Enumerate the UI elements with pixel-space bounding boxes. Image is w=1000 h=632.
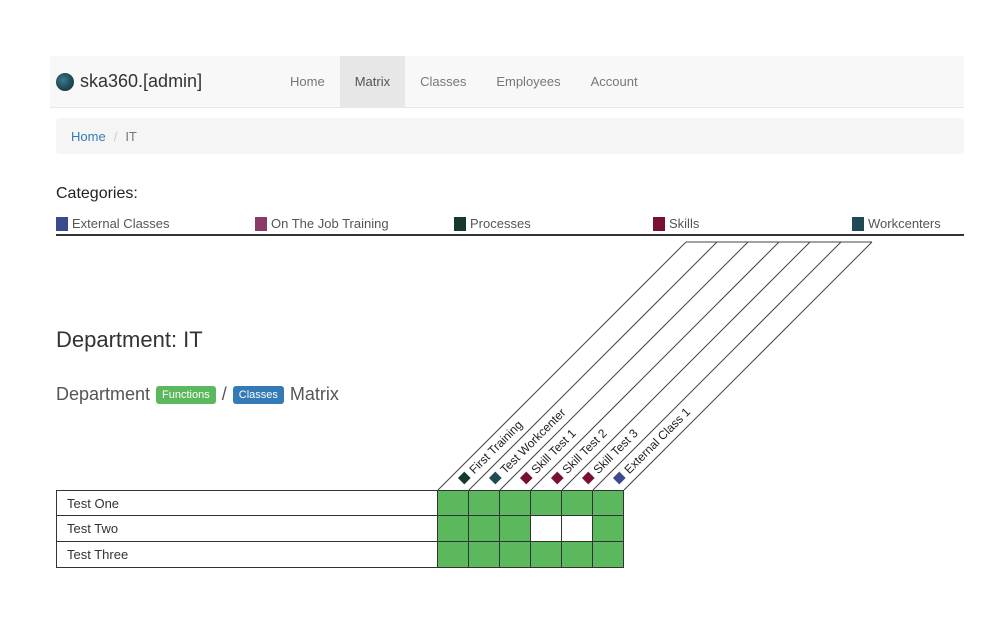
- column-category-icon: [519, 471, 533, 485]
- matrix-cell[interactable]: [593, 490, 624, 516]
- employee-name[interactable]: Test Two: [56, 516, 438, 542]
- column-category-icon: [550, 471, 564, 485]
- breadcrumb-separator: /: [113, 128, 118, 144]
- matrix-cell[interactable]: [438, 490, 469, 516]
- column-label: Skill Test 1: [528, 426, 579, 477]
- categories-legend: External Classes On The Job Training Pro…: [56, 216, 964, 236]
- matrix-cell[interactable]: [562, 542, 593, 568]
- matrix-title: Department Functions / Classes Matrix: [56, 384, 339, 405]
- column-divider: [499, 241, 749, 491]
- category-label: External Classes: [72, 216, 170, 231]
- employee-name[interactable]: Test Three: [56, 542, 438, 568]
- column-label: Test Workcenter: [497, 406, 568, 477]
- matrix-cell[interactable]: [469, 516, 500, 542]
- category-swatch-icon: [255, 216, 267, 231]
- matrix-cell[interactable]: [531, 490, 562, 516]
- nav-classes[interactable]: Classes: [420, 74, 467, 89]
- column-header: Skill Test 2: [550, 426, 610, 485]
- matrix-cell[interactable]: [500, 542, 531, 568]
- matrix-cell[interactable]: [438, 542, 469, 568]
- matrix-title-suffix: Matrix: [289, 384, 339, 404]
- brand-logo-icon: [56, 72, 74, 91]
- nav-home[interactable]: Home: [290, 74, 325, 89]
- column-header: First Training: [457, 418, 525, 485]
- matrix-cell[interactable]: [469, 490, 500, 516]
- breadcrumb-home[interactable]: Home: [71, 128, 106, 144]
- category-skills: Skills: [653, 216, 699, 231]
- matrix-cell[interactable]: [531, 516, 562, 542]
- category-external-classes: External Classes: [56, 216, 170, 231]
- category-swatch-icon: [56, 216, 68, 231]
- column-divider: [592, 241, 842, 491]
- column-header: External Class 1: [612, 405, 693, 485]
- category-swatch-icon: [852, 216, 864, 231]
- column-divider: [468, 241, 718, 491]
- column-label: Skill Test 2: [559, 426, 610, 477]
- column-header: Skill Test 3: [581, 426, 641, 485]
- category-swatch-icon: [653, 216, 665, 231]
- table-row: Test Three: [56, 542, 624, 568]
- matrix-cell[interactable]: [500, 490, 531, 516]
- breadcrumb: Home / IT: [56, 118, 964, 154]
- classes-badge[interactable]: Classes: [232, 385, 284, 404]
- column-divider: [437, 241, 687, 491]
- department-title: Department: IT: [56, 327, 203, 352]
- matrix-cell[interactable]: [562, 516, 593, 542]
- column-divider: [561, 241, 811, 491]
- category-processes: Processes: [454, 216, 531, 231]
- nav-matrix[interactable]: Matrix: [339, 56, 406, 107]
- nav-employees[interactable]: Employees: [496, 74, 561, 89]
- column-divider: [530, 241, 780, 491]
- column-category-icon: [581, 471, 595, 485]
- functions-badge[interactable]: Functions: [156, 385, 216, 404]
- category-label: Skills: [669, 216, 700, 231]
- matrix-title-prefix: Department: [56, 384, 151, 404]
- category-label: Workcenters: [868, 216, 941, 231]
- matrix-title-slash: /: [221, 384, 227, 404]
- category-on-the-job-training: On The Job Training: [255, 216, 389, 231]
- column-label: External Class 1: [621, 405, 693, 477]
- matrix-cell[interactable]: [593, 516, 624, 542]
- category-swatch-icon: [454, 216, 466, 231]
- matrix-cell[interactable]: [593, 542, 624, 568]
- matrix-cell[interactable]: [531, 542, 562, 568]
- column-category-icon: [488, 471, 502, 485]
- matrix-cell[interactable]: [469, 542, 500, 568]
- table-row: Test One: [56, 490, 624, 516]
- column-header: Skill Test 1: [519, 426, 579, 485]
- navbar: ska360.[admin] Home Matrix Classes Emplo…: [50, 56, 964, 108]
- column-label: First Training: [466, 418, 525, 477]
- breadcrumb-current: IT: [125, 128, 137, 144]
- column-category-icon: [612, 471, 626, 485]
- matrix-cell[interactable]: [438, 516, 469, 542]
- category-workcenters: Workcenters: [852, 216, 941, 231]
- column-header: Test Workcenter: [488, 406, 568, 485]
- nav-account[interactable]: Account: [590, 74, 638, 89]
- categories-title: Categories:: [56, 185, 138, 202]
- matrix-cell[interactable]: [562, 490, 593, 516]
- employee-name[interactable]: Test One: [56, 490, 438, 516]
- category-label: On The Job Training: [271, 216, 389, 231]
- brand-text: ska360.[admin]: [80, 71, 203, 91]
- matrix-cell[interactable]: [500, 516, 531, 542]
- table-row: Test Two: [56, 516, 624, 542]
- category-label: Processes: [470, 216, 531, 231]
- column-category-icon: [457, 471, 471, 485]
- column-divider: [623, 241, 873, 491]
- column-label: Skill Test 3: [590, 426, 641, 477]
- nav-menu: Home Matrix Classes Employees Account: [275, 56, 653, 107]
- brand[interactable]: ska360.[admin]: [56, 56, 202, 107]
